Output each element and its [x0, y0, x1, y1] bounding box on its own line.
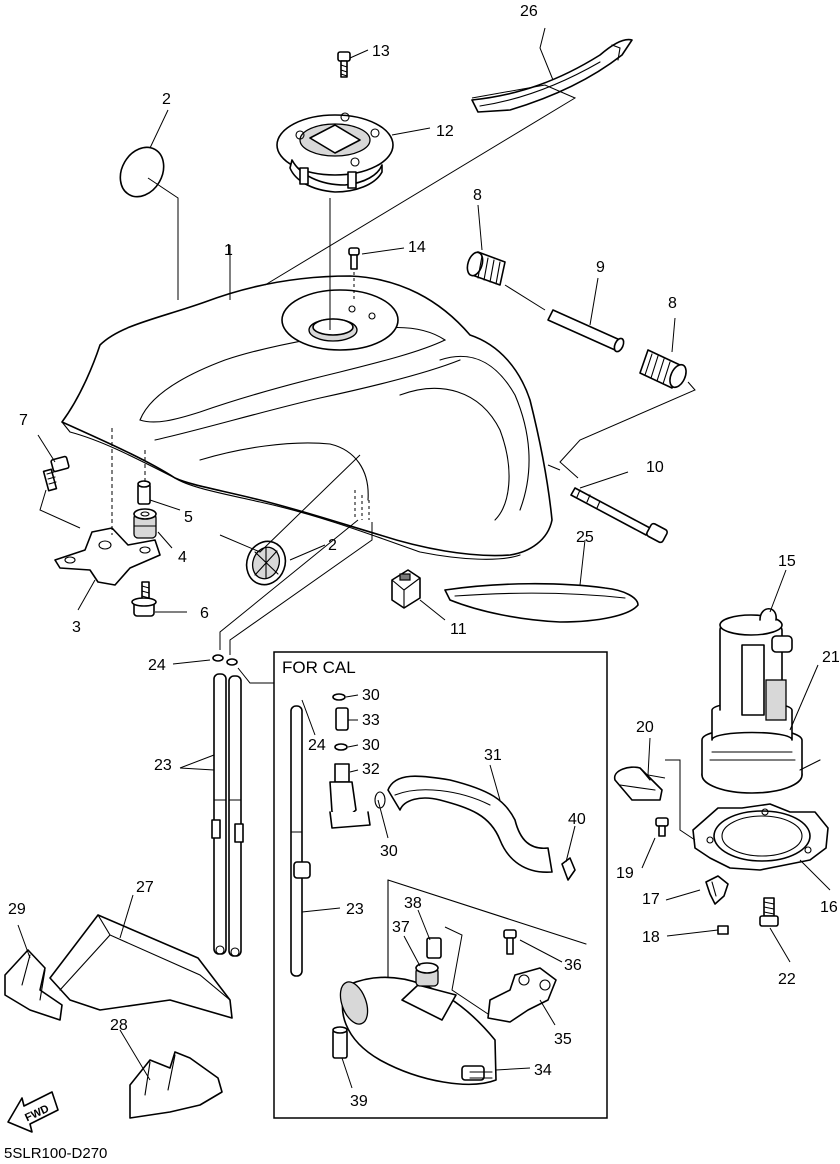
- callout-23: 23: [346, 901, 364, 918]
- bolt-22: [759, 897, 779, 927]
- callout-9: 9: [596, 259, 605, 276]
- screw-14: [348, 247, 360, 270]
- callout-35: 35: [554, 1031, 572, 1048]
- screw-19: [655, 817, 669, 837]
- callout-13: 13: [372, 43, 390, 60]
- cover-28: [129, 1051, 223, 1119]
- callout-17: 17: [642, 891, 660, 908]
- callout-36: 36: [564, 957, 582, 974]
- damper-4: [133, 508, 157, 539]
- bracket-3: [54, 527, 161, 586]
- connector-11: [391, 569, 421, 609]
- diagram-code: 5SLR100-D270: [4, 1145, 107, 1162]
- bolt-6: [131, 581, 157, 617]
- filler-cap: [276, 112, 394, 193]
- callout-2: 2: [162, 91, 171, 108]
- callout-30: 30: [380, 843, 398, 860]
- emblem-cap: [119, 146, 165, 198]
- callout-20: 20: [636, 719, 654, 736]
- callout-21: 21: [822, 649, 840, 666]
- clip-20: [614, 766, 663, 801]
- callout-30: 30: [362, 737, 380, 754]
- callout-2: 2: [328, 537, 337, 554]
- callout-15: 15: [778, 553, 796, 570]
- collar-5: [137, 480, 151, 505]
- leader-lines: [17, 27, 831, 1089]
- cover-27: [49, 914, 233, 1019]
- callout-22: 22: [778, 971, 796, 988]
- pump-plate-16: [692, 803, 829, 871]
- callout-23: 23: [154, 757, 172, 774]
- callout-28: 28: [110, 1017, 128, 1034]
- callout-1: 1: [224, 242, 233, 259]
- callout-25: 25: [576, 529, 594, 546]
- callout-24: 24: [308, 737, 326, 754]
- callout-14: 14: [408, 239, 426, 256]
- cap-bolt: [337, 51, 351, 78]
- callout-38: 38: [404, 895, 422, 912]
- callout-33: 33: [362, 712, 380, 729]
- callout-24: 24: [148, 657, 166, 674]
- forward-arrow: FWD: [7, 1091, 59, 1133]
- vent-hose-assembly: [466, 251, 687, 389]
- callout-8: 8: [473, 187, 482, 204]
- bolt-7: [42, 455, 70, 492]
- side-cover-25: [444, 582, 639, 623]
- callout-7: 7: [19, 412, 28, 429]
- inset-title: FOR CAL: [282, 658, 356, 677]
- fuel-pump-15: [701, 607, 821, 794]
- callout-8: 8: [668, 295, 677, 312]
- callout-27: 27: [136, 879, 154, 896]
- drain-hoses-23: [211, 673, 244, 957]
- callout-31: 31: [484, 747, 502, 764]
- callout-5: 5: [184, 509, 193, 526]
- callout-29: 29: [8, 901, 26, 918]
- callout-12: 12: [436, 123, 454, 140]
- callout-10: 10: [646, 459, 664, 476]
- callout-30: 30: [362, 687, 380, 704]
- callout-40: 40: [568, 811, 586, 828]
- for-cal-inset: FOR CAL: [273, 651, 608, 1119]
- washer-18: [717, 925, 729, 935]
- callout-3: 3: [72, 619, 81, 636]
- callout-6: 6: [200, 605, 209, 622]
- callout-11: 11: [450, 621, 467, 638]
- fuel-tank: [61, 275, 553, 560]
- cover-29: [4, 949, 63, 1021]
- clips-24: [212, 654, 238, 666]
- tank-cover-strip: [471, 38, 633, 113]
- clamp-17: [705, 875, 729, 905]
- bolt-10: [570, 487, 668, 544]
- grommet-2: [245, 540, 287, 586]
- callout-18: 18: [642, 929, 660, 946]
- callout-37: 37: [392, 919, 410, 936]
- callout-16: 16: [820, 899, 838, 916]
- callout-labels: 26 13 2 12 8 14 1 9 8 7 10 5 4 2 25 15 3…: [8, 3, 840, 1110]
- callout-26: 26: [520, 3, 538, 20]
- callout-34: 34: [534, 1062, 552, 1079]
- callout-39: 39: [350, 1093, 368, 1110]
- callout-32: 32: [362, 761, 380, 778]
- callout-4: 4: [178, 549, 187, 566]
- callout-19: 19: [616, 865, 634, 882]
